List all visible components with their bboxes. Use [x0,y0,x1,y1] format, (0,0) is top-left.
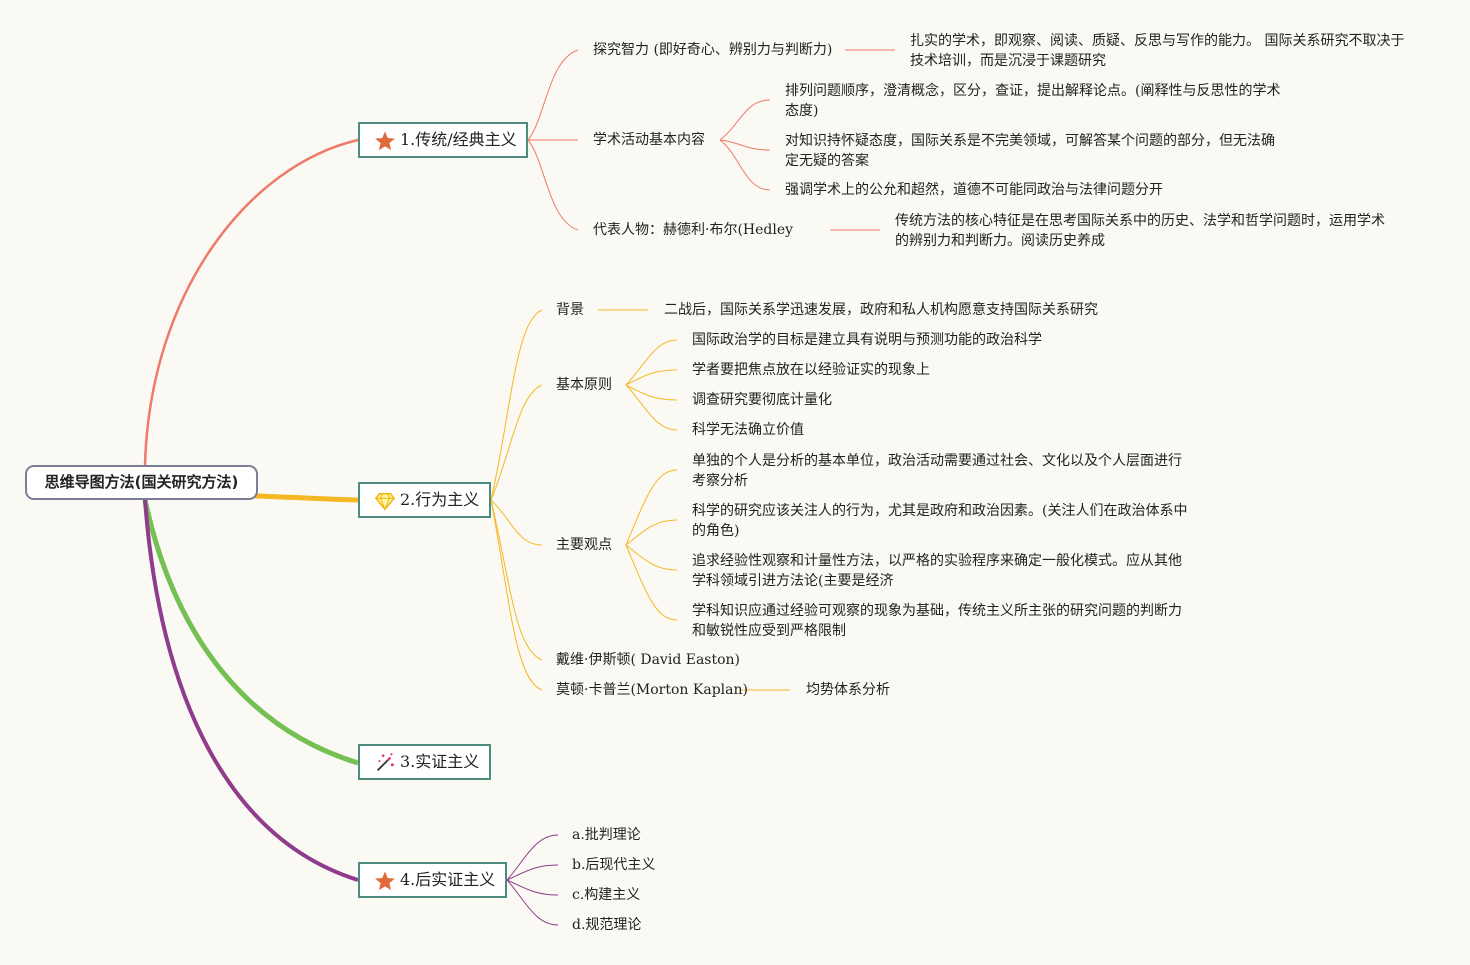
topic-item[interactable]: 国际政治学的目标是建立具有说明与预测功能的政治科学 [692,332,1042,348]
b2-link-child3 [490,499,543,546]
b4-link-3 [506,879,559,896]
star-icon [375,131,395,151]
topic-background[interactable]: 背景 [556,302,584,318]
b4-link-4 [506,879,559,926]
b2-link-child5 [490,499,543,691]
topic-item[interactable]: 学者要把焦点放在以经验证实的现象上 [692,362,930,378]
topic-postmodernism[interactable]: b.后现代主义 [572,857,656,873]
topic-item[interactable]: 强调学术上的公允和超然，道德不可能同政治与法律问题分开 [785,182,1163,198]
b1-link-item1 [719,99,771,141]
b2-link-child4 [490,499,543,661]
b1-link-child1 [527,49,579,141]
branch-behavioralism[interactable]: 2.行为主义 [358,482,491,518]
b2-link-v3 [625,544,678,571]
topic-item[interactable]: 追求经验性观察和计量性方法，以严格的实验程序来确定一般化模式。应从其他学科领域引… [692,553,1182,589]
topic-detail[interactable]: 传统方法的核心特征是在思考国际关系中的历史、法学和哲学问题时，运用学术的辨别力和… [895,213,1385,249]
topic-critical-theory[interactable]: a.批判理论 [572,827,641,843]
b2-link-p2 [625,369,678,386]
b2-link-p1 [625,339,678,386]
topic-item[interactable]: 排列问题顺序，澄清概念，区分，查证，提出解释论点。(阐释性与反思性的学术态度) [785,83,1281,119]
b2-link-p4 [625,384,678,431]
b2-link-child2 [490,384,543,501]
topic-main-views[interactable]: 主要观点 [556,537,612,553]
topic-inquiry-intellect[interactable]: 探究智力 (即好奇心、辨别力与判断力) [593,42,833,58]
topic-item[interactable]: 科学无法确立价值 [692,422,804,438]
topic-item[interactable]: 单独的个人是分析的基本单位，政治活动需要通过社会、文化以及个人层面进行考察分析 [692,453,1182,489]
magic-wand-icon [377,753,394,771]
topic-morton-kaplan[interactable]: 莫顿·卡普兰(Morton Kaplan) [556,682,748,698]
b1-link-item3 [719,139,771,191]
b1-link-item2 [719,139,771,151]
root-link-1 [143,138,359,466]
b2-link-v1 [625,469,678,546]
root-node[interactable]: 思维导图方法(国关研究方法) [25,465,258,500]
b1-link-child3 [527,139,579,231]
diamond-icon [374,492,396,511]
topic-constructivism[interactable]: c.构建主义 [572,887,641,903]
topic-item[interactable]: 科学的研究应该关注人的行为，尤其是政府和政治因素。(关注人们在政治体系中的角色) [692,503,1188,539]
root-link-2 [254,493,359,503]
b2-link-v2 [625,519,678,546]
topic-detail[interactable]: 扎实的学术，即观察、阅读、质疑、反思与写作的能力。 国际关系研究不取决于技术培训… [910,33,1405,69]
topic-detail[interactable]: 均势体系分析 [806,682,890,698]
branch-positivism[interactable]: 3.实证主义 [358,744,491,780]
b4-link-2 [506,864,559,881]
topic-item[interactable]: 学科知识应通过经验可观察的现象为基础，传统主义所主张的研究问题的判断力和敏锐性应… [692,603,1182,639]
branch-post-positivism[interactable]: 4.后实证主义 [358,862,507,898]
topic-basic-principles[interactable]: 基本原则 [556,377,612,393]
topic-representative[interactable]: 代表人物：赫德利·布尔(Hedley [593,222,794,238]
branch-traditionalism[interactable]: 1.传统/经典主义 [358,122,528,158]
branch-label: 3.实证主义 [400,752,480,771]
branch-label: 4.后实证主义 [400,870,496,889]
topic-detail[interactable]: 二战后，国际关系学迅速发展，政府和私人机构愿意支持国际关系研究 [664,302,1098,318]
branch-label: 1.传统/经典主义 [400,130,517,149]
topic-academic-activities[interactable]: 学术活动基本内容 [593,132,705,148]
root-link-4 [143,499,359,882]
b2-link-p3 [625,384,678,401]
topic-david-easton[interactable]: 戴维·伊斯顿( David Easton) [556,652,741,668]
b2-link-v4 [625,544,678,621]
topic-normative-theory[interactable]: d.规范理论 [572,917,642,933]
topic-item[interactable]: 调查研究要彻底计量化 [692,392,832,408]
b4-link-1 [506,834,559,881]
topic-item[interactable]: 对知识持怀疑态度，国际关系是不完美领域，可解答某个问题的部分，但无法确定无疑的答… [785,133,1275,169]
root-link-3 [142,499,359,766]
b2-link-child1 [490,309,543,501]
star-icon [375,871,395,891]
branch-label: 2.行为主义 [400,490,480,509]
